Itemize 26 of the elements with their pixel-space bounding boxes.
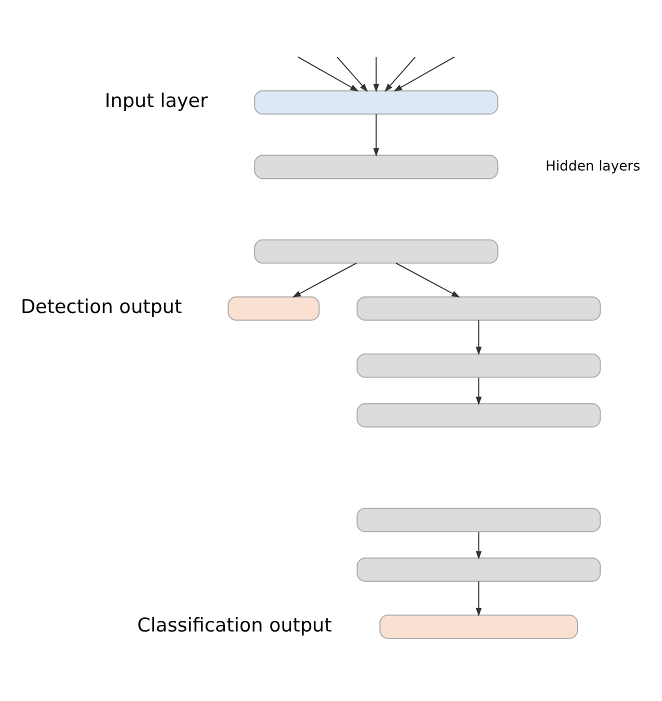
arrow (476, 320, 482, 355)
arrow (373, 56, 380, 92)
arrow (476, 580, 482, 616)
node-label: Detection output (20, 296, 182, 318)
arrow (373, 114, 380, 156)
arrow (396, 262, 460, 298)
node-bar (379, 614, 578, 638)
node-bar (254, 154, 498, 179)
arrow (476, 377, 482, 405)
arrow (384, 56, 416, 92)
arrow (476, 532, 482, 560)
arrow (336, 56, 368, 92)
label: Hidden layers (546, 158, 640, 174)
node-bar (356, 296, 601, 320)
node-bar (356, 353, 601, 378)
node-bar (228, 296, 320, 320)
arrow (298, 56, 359, 91)
arrow (292, 262, 357, 298)
node-label: Classification output (137, 614, 332, 636)
node-label: Input layer (104, 90, 208, 112)
node-bar (356, 507, 601, 532)
node-bar (356, 557, 601, 582)
arrow (394, 56, 455, 91)
node-bar (356, 402, 601, 427)
node-bar (254, 238, 498, 264)
node-bar (254, 90, 498, 114)
